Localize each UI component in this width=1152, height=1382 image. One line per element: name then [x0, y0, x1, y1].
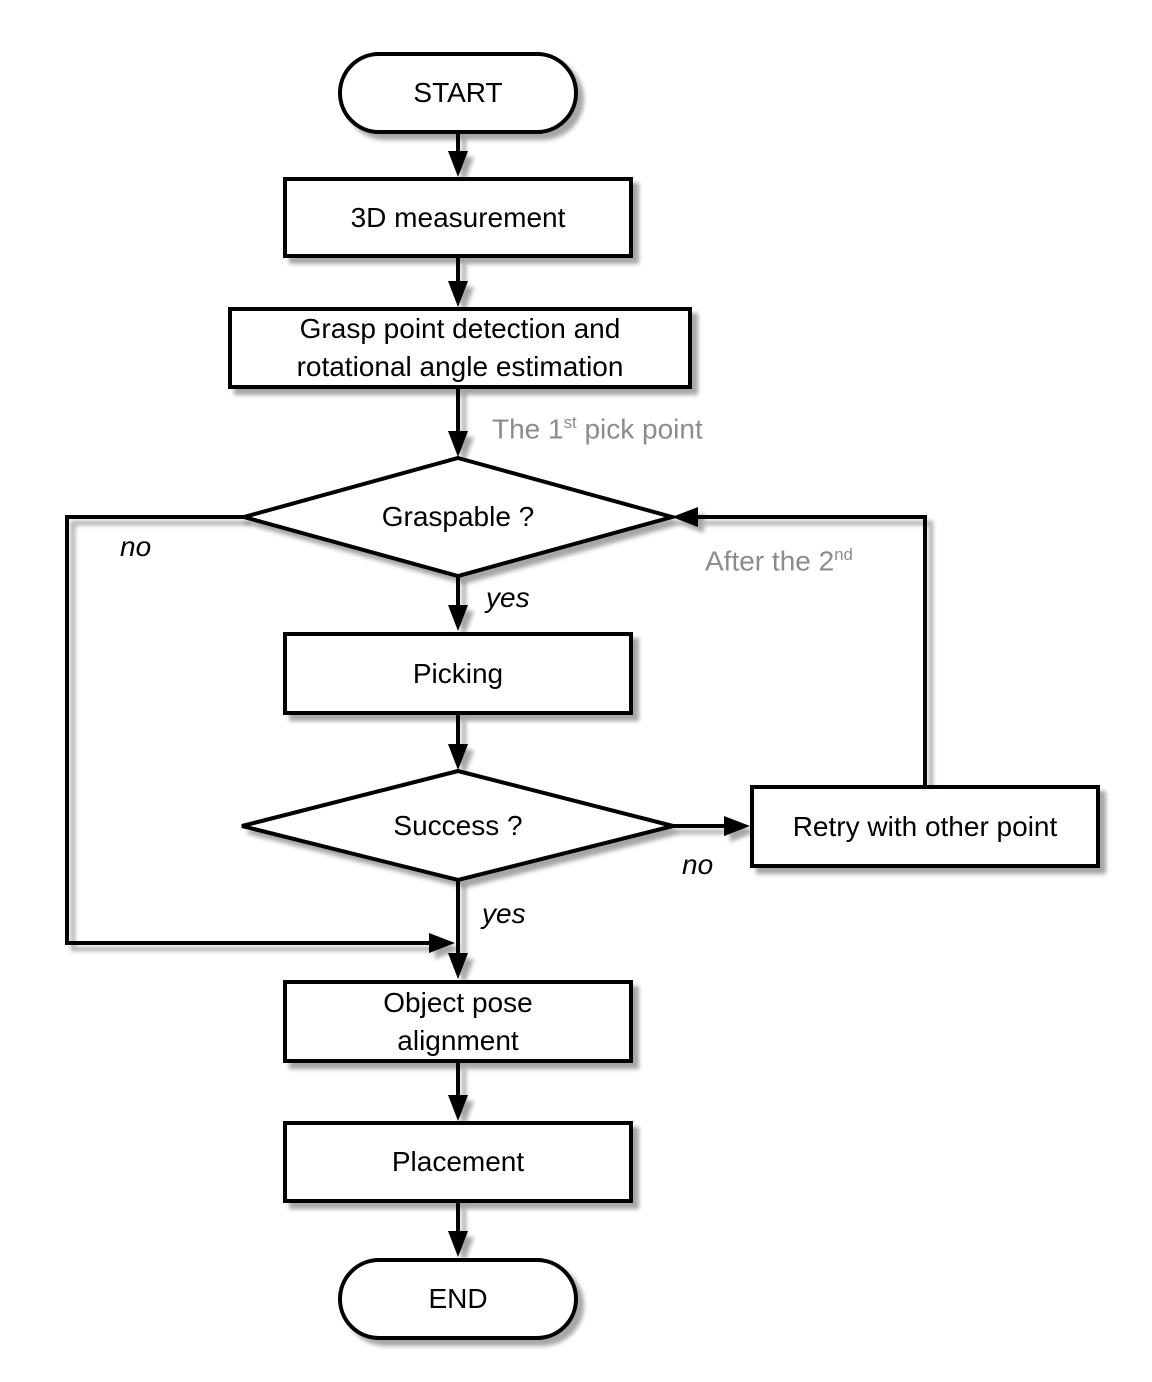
graspable-no-label: no: [120, 531, 152, 562]
edge-retry-to-graspable: [696, 515, 927, 785]
arrowhead-down-icon: [448, 605, 468, 631]
object-pose-label-line1: Object pose: [383, 986, 533, 1018]
start-node: START: [338, 52, 578, 134]
arrowhead-down-icon: [448, 431, 468, 457]
object-pose-label-line2: alignment: [397, 1024, 519, 1056]
edge-graspable-no-bypass: [65, 515, 431, 945]
grasp-detection-node: Grasp point detection and rotational ang…: [228, 307, 692, 389]
arrowhead-down-icon: [448, 151, 468, 177]
success-decision-label: Success ?: [393, 810, 523, 841]
annotation-superscript: nd: [834, 545, 853, 564]
after-second-annotation: After the 2nd: [705, 545, 853, 577]
arrowhead-down-icon: [448, 1231, 468, 1257]
success-decision-shape: [241, 768, 674, 883]
success-no-label: no: [682, 849, 714, 880]
grasp-detection-label-line1: Grasp point detection and: [299, 313, 621, 344]
object-pose-node: Object pose alignment: [283, 980, 633, 1063]
annotation-text: The 1: [492, 413, 564, 445]
end-node: END: [338, 1258, 578, 1340]
graspable-yes-label: yes: [486, 582, 530, 613]
placement-node: Placement: [283, 1121, 633, 1203]
edges-group: [65, 133, 927, 1257]
arrowhead-down-icon: [448, 744, 468, 770]
arrowhead-down-icon: [448, 1095, 468, 1121]
success-yes-label: yes: [482, 898, 526, 929]
arrowhead-left-icon: [672, 507, 698, 527]
retry-node: Retry with other point: [750, 785, 1100, 868]
start-label: START: [413, 77, 503, 108]
graspable-decision-label: Graspable ?: [381, 501, 535, 532]
placement-label: Placement: [391, 1146, 525, 1177]
arrowhead-right-icon: [429, 933, 455, 953]
measurement-label: 3D measurement: [350, 201, 566, 233]
end-label: END: [428, 1283, 488, 1314]
annotation-superscript: st: [563, 413, 577, 432]
retry-label: Retry with other point: [792, 810, 1058, 842]
graspable-decision-shape: [236, 455, 680, 579]
annotation-text: After the 2: [705, 545, 835, 577]
picking-node: Picking: [283, 632, 633, 715]
measurement-node: 3D measurement: [283, 177, 633, 258]
arrowhead-down-icon: [448, 281, 468, 307]
picking-label: Picking: [412, 657, 504, 689]
arrowhead-down-icon: [448, 953, 468, 979]
grasp-detection-label-line2: rotational angle estimation: [296, 351, 624, 382]
first-pick-point-annotation: The 1st pick point: [492, 413, 703, 445]
annotation-text: pick point: [576, 413, 703, 445]
arrowhead-right-icon: [724, 816, 750, 836]
